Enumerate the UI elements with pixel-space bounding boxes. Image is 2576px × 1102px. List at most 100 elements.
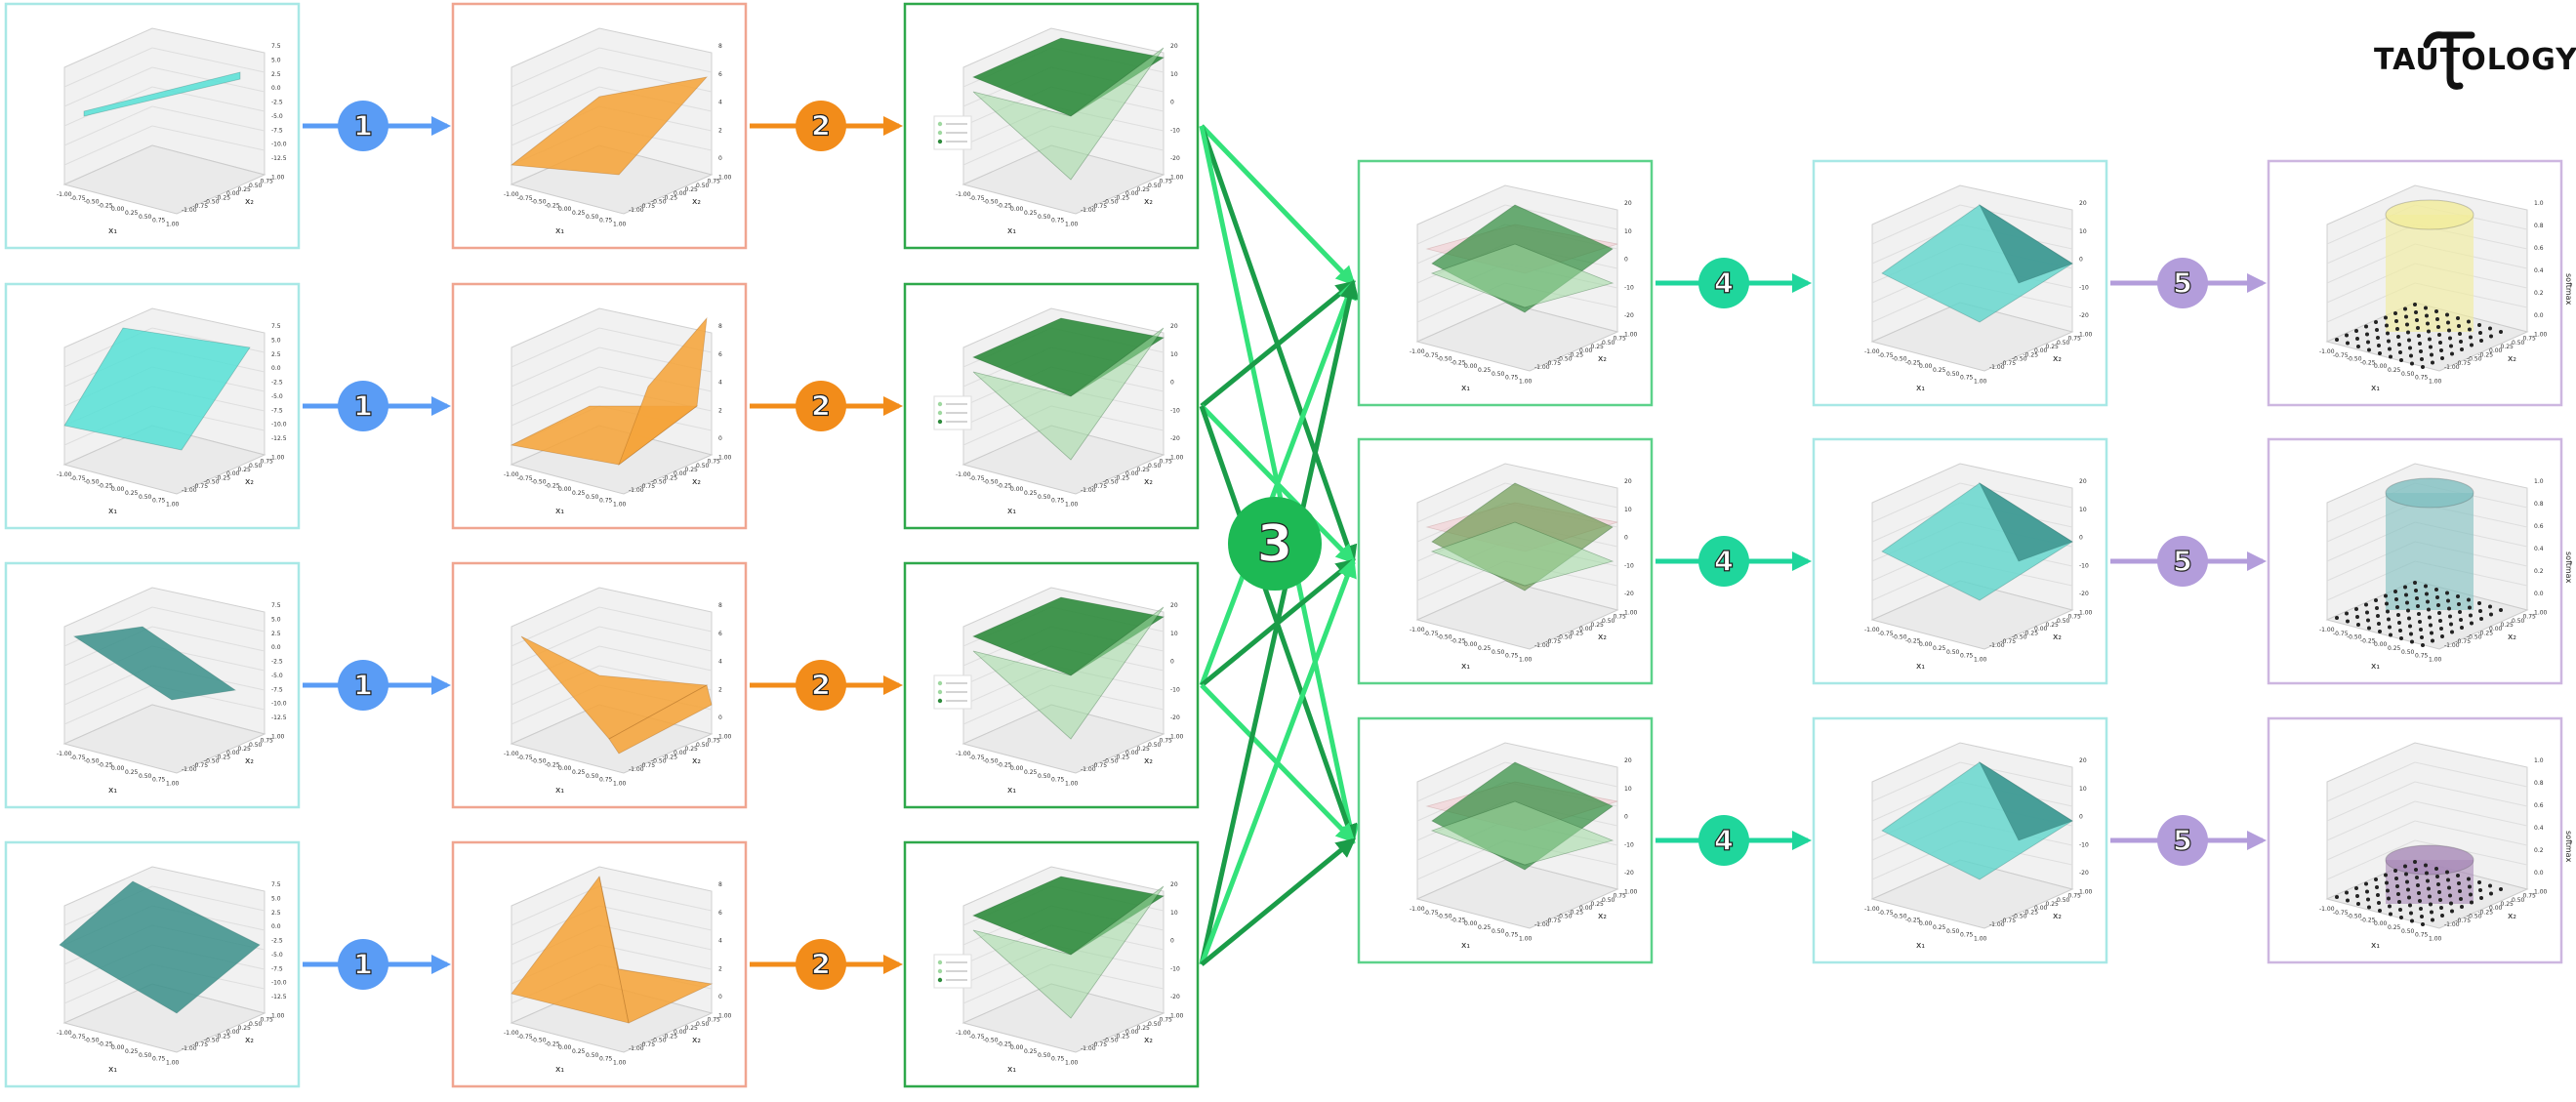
z-tick-label: 0.2 [2534, 847, 2544, 854]
y-tick-label: 0.50 [696, 183, 710, 189]
y-tick-label: 0.75 [708, 1017, 721, 1024]
y-tick-label: 1.00 [1624, 609, 1638, 616]
sample-point [2499, 330, 2503, 334]
y-tick-labels: -1.00-0.75-0.50-0.250.000.250.500.751.00 [629, 174, 732, 214]
sample-point [2388, 347, 2392, 351]
y-tick-label: -0.25 [1115, 1033, 1130, 1040]
x-tick-label: 0.00 [1010, 486, 1024, 493]
y-tick-label: -0.25 [2478, 630, 2494, 636]
y-tick-label: -0.75 [193, 762, 209, 769]
legend [933, 954, 972, 989]
x-tick-label: 0.00 [111, 1044, 125, 1051]
x-tick-label: 0.75 [1960, 653, 1974, 660]
sample-point [2429, 345, 2433, 349]
z-tick-label: -10.0 [271, 142, 287, 148]
sample-point [2414, 310, 2418, 314]
sample-point [2393, 590, 2397, 593]
sample-point [2365, 610, 2369, 615]
x1-axis-label: x₁ [108, 786, 117, 796]
z-tick-label: -5.0 [271, 673, 283, 679]
x-tick-label: -0.25 [545, 202, 560, 209]
y-tick-label: 0.25 [238, 467, 252, 473]
y-tick-label: 0.50 [2512, 618, 2525, 625]
z-tick-labels: 7.55.02.50.0-2.5-5.0-7.5-10.0-12.5 [271, 43, 287, 162]
sample-point [2456, 594, 2460, 598]
x-tick-labels: -1.00-0.75-0.50-0.250.000.250.500.751.00 [57, 471, 180, 508]
y-tick-label: 1.00 [718, 174, 732, 181]
arrow-step3 [1200, 280, 1357, 408]
legend-marker [937, 959, 943, 965]
x-tick-labels: -1.00-0.75-0.50-0.250.000.250.500.751.00 [57, 1030, 180, 1066]
y-tick-label: 0.00 [226, 1029, 240, 1036]
sample-point [2420, 357, 2424, 361]
y-tick-label: -1.00 [2444, 364, 2460, 371]
sample-point [2448, 336, 2452, 341]
x-tick-label: -0.75 [1878, 910, 1894, 917]
x-tick-labels: -1.00-0.75-0.50-0.250.000.250.500.751.00 [956, 1030, 1079, 1066]
x-tick-labels: -1.00-0.75-0.50-0.250.000.250.500.751.00 [57, 191, 180, 227]
x2-axis-label: x₂ [1144, 1036, 1153, 1045]
x1-axis-label: x₁ [108, 1065, 117, 1075]
badge-step1: 1 [338, 381, 388, 431]
x-tick-label: 0.50 [2401, 371, 2415, 378]
z-tick-label: 0 [1624, 257, 1628, 264]
x-tick-label: -1.00 [504, 751, 519, 757]
x-tick-label: 1.00 [166, 221, 180, 227]
sample-point [2434, 309, 2438, 313]
z-tick-label: 6 [718, 631, 722, 637]
y-tick-label: -0.50 [2467, 356, 2482, 363]
y-tick-label: 0.25 [1591, 901, 1605, 908]
y-tick-label: 0.00 [1125, 1029, 1139, 1036]
y-tick-labels: -1.00-0.75-0.50-0.250.000.250.500.751.00 [1081, 733, 1184, 773]
sample-point [2420, 635, 2424, 639]
x-tick-label: -1.00 [1864, 906, 1880, 913]
legend-marker [937, 401, 943, 407]
z-tick-label: 0.4 [2534, 825, 2544, 832]
sample-point [2435, 317, 2439, 321]
arrow-step3 [1199, 279, 1357, 686]
z-tick-label: 0 [1170, 380, 1174, 387]
sample-point [2479, 617, 2483, 621]
badge-step1: 1 [338, 660, 388, 711]
z-tick-labels: 1.00.80.60.40.20.0 [2534, 478, 2544, 597]
sample-point [2345, 333, 2349, 338]
sample-point [2459, 340, 2463, 344]
y-tick-label: -1.00 [629, 766, 644, 773]
sample-point [2409, 911, 2413, 916]
badge-step5: 5 [2157, 536, 2208, 587]
y-tick-label: 1.00 [2534, 888, 2548, 895]
y-tick-label: -0.50 [1103, 758, 1119, 765]
y-tick-label: 0.00 [1579, 347, 1593, 354]
y-tick-labels: -1.00-0.75-0.50-0.250.000.250.500.751.00 [1989, 609, 2093, 649]
sample-point [2427, 329, 2431, 334]
y-tick-labels: -1.00-0.75-0.50-0.250.000.250.500.751.00 [2444, 609, 2548, 649]
sample-point [2386, 888, 2390, 893]
legend [933, 395, 972, 430]
sample-point [2354, 329, 2358, 333]
sample-point [2345, 890, 2349, 895]
x-tick-label: 0.25 [1478, 924, 1492, 931]
x2-axis-label: x₂ [245, 197, 254, 207]
badge-step1: 1 [338, 101, 388, 151]
z-tick-label: 0.6 [2534, 523, 2544, 530]
x-tick-label: -0.25 [1905, 917, 1921, 923]
sample-point [2424, 584, 2428, 589]
z-tick-label: 0 [718, 155, 722, 162]
panel-weighted-4: -1.00-0.75-0.50-0.250.000.250.500.751.00… [903, 840, 1200, 1088]
badge-circle [796, 660, 846, 711]
weighted-surface [971, 317, 1165, 397]
panel-linear-3: -1.00-0.75-0.50-0.250.000.250.500.751.00… [4, 561, 301, 809]
x-tick-label: -1.00 [57, 471, 72, 478]
sample-point [2354, 607, 2358, 611]
sample-point [2375, 885, 2379, 889]
x-tick-label: -0.75 [1423, 352, 1439, 359]
y-tick-label: -0.25 [663, 754, 678, 760]
y-tick-labels: -1.00-0.75-0.50-0.250.000.250.500.751.00 [1534, 888, 1638, 928]
sample-point [2469, 613, 2473, 618]
y-tick-label: -0.50 [651, 479, 667, 486]
badge-circle [1698, 815, 1749, 866]
z-tick-label: -10 [1624, 841, 1634, 848]
sample-point [2448, 614, 2452, 619]
x-tick-labels: -1.00-0.75-0.50-0.250.000.250.500.751.00 [956, 751, 1079, 787]
